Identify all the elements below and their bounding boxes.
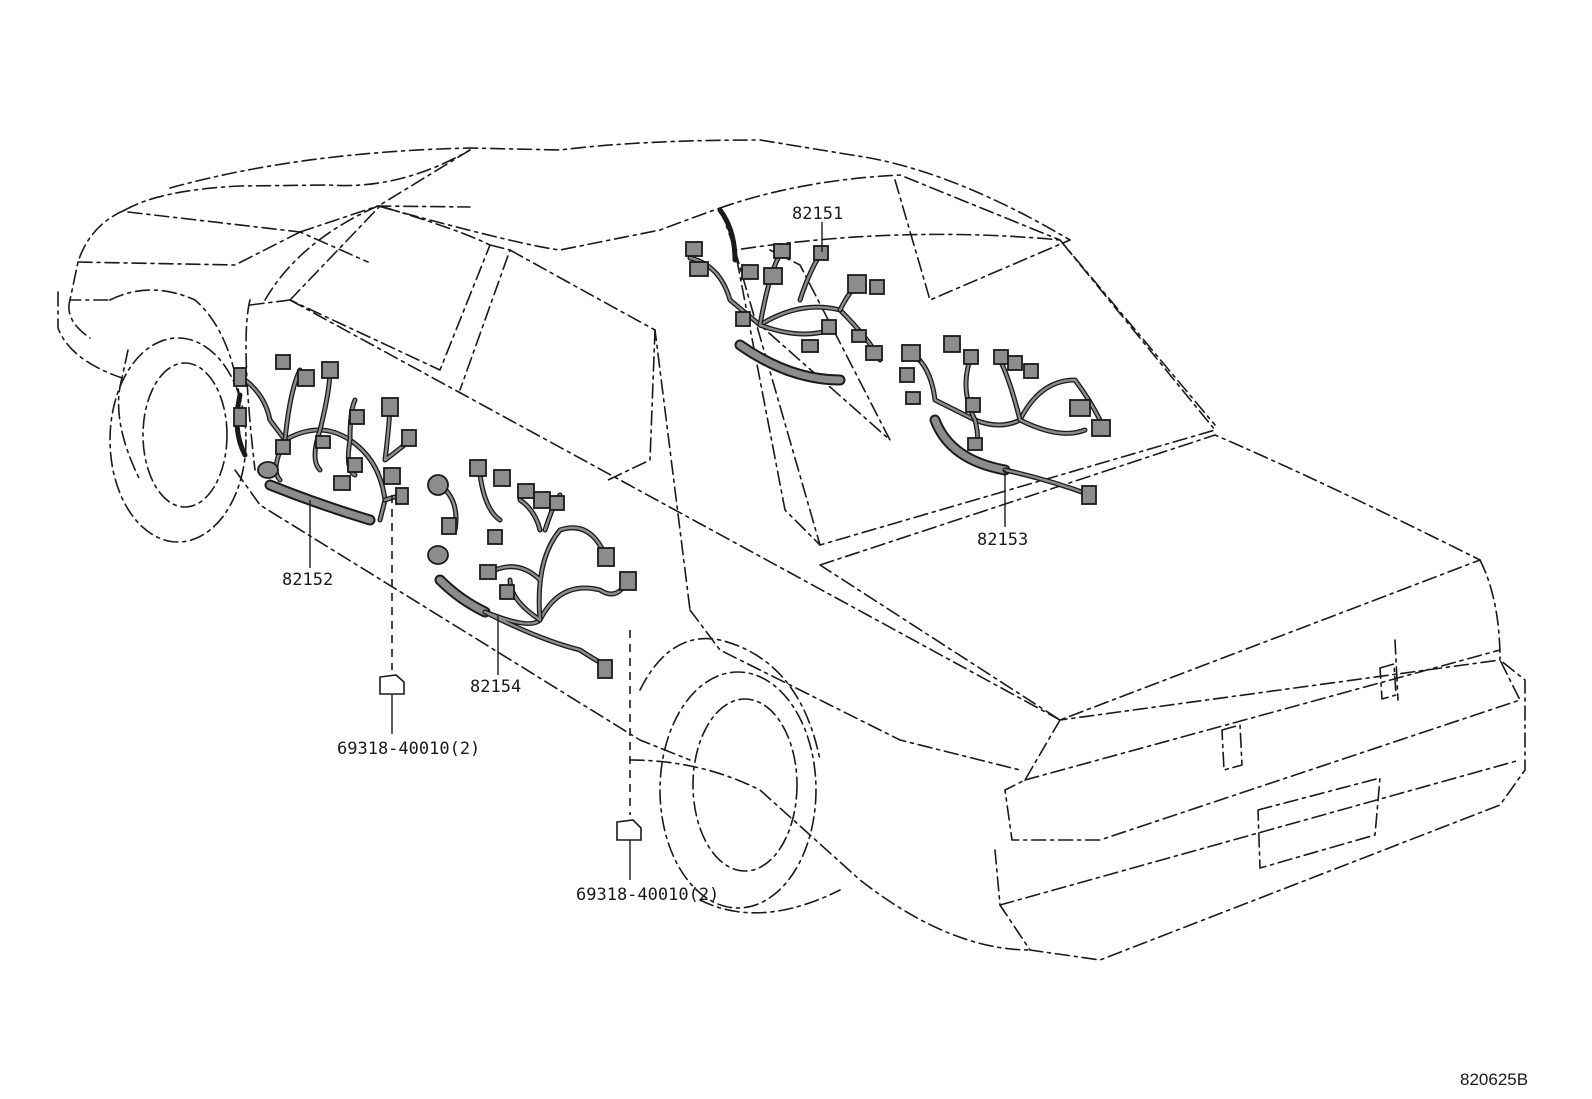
leader-lines <box>309 222 1006 675</box>
car-body-outline <box>57 139 1526 961</box>
part-label-82151: 82151 <box>792 204 843 224</box>
clip-left <box>379 495 405 734</box>
part-label-82153: 82153 <box>977 530 1028 550</box>
clip-right <box>616 630 642 880</box>
clip-label-left: 69318-40010(2) <box>337 739 480 759</box>
part-label-82152: 82152 <box>282 570 333 590</box>
harness-82154 <box>427 459 637 679</box>
part-label-82154: 82154 <box>470 677 521 697</box>
harness-82152 <box>233 354 417 526</box>
harness-82153 <box>899 335 1111 505</box>
clip-label-right: 69318-40010(2) <box>576 885 719 905</box>
illustration-id: 820625B <box>1460 1070 1528 1089</box>
harness-82151 <box>685 207 885 386</box>
